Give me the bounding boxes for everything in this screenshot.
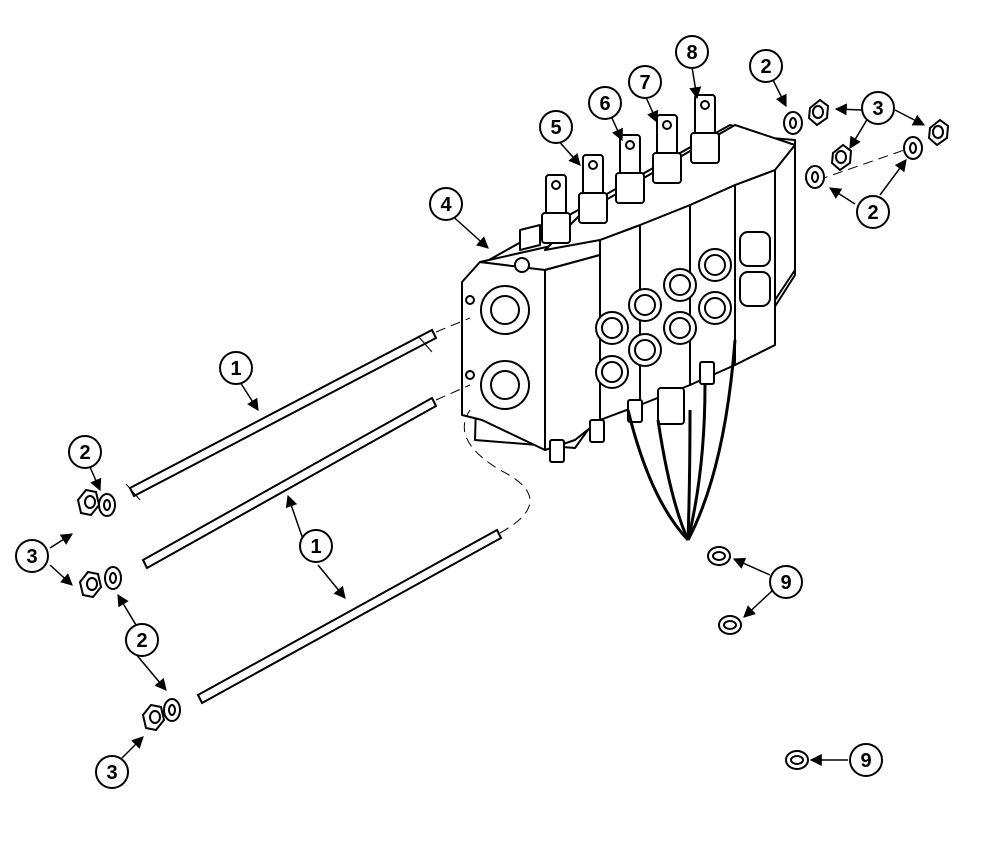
callout-9-lower: 9 — [849, 743, 883, 777]
svg-text:3: 3 — [872, 98, 883, 120]
svg-text:1: 1 — [230, 358, 241, 380]
svg-text:8: 8 — [686, 42, 697, 64]
svg-text:9: 9 — [860, 750, 871, 772]
callout-9-upper: 9 — [769, 565, 803, 599]
alignment-lines — [435, 147, 911, 534]
callout-3-right: 3 — [861, 91, 895, 125]
svg-text:7: 7 — [639, 72, 650, 94]
tie-rod-middle — [141, 396, 438, 570]
svg-text:5: 5 — [550, 117, 561, 139]
svg-text:3: 3 — [26, 546, 37, 568]
callout-2-left-bottom: 2 — [125, 623, 159, 657]
svg-text:2: 2 — [136, 630, 147, 652]
callout-1-lower: 1 — [299, 529, 333, 563]
svg-text:2: 2 — [79, 442, 90, 464]
callout-3-left: 3 — [15, 539, 49, 573]
tie-rod-bottom — [196, 528, 503, 705]
spool-ends — [541, 94, 720, 244]
svg-text:4: 4 — [440, 194, 452, 216]
callouts: 1 1 2 2 2 2 3 3 3 4 5 6 7 8 9 9 — [15, 35, 895, 789]
svg-text:3: 3 — [106, 762, 117, 784]
tie-rods — [125, 328, 503, 705]
svg-text:6: 6 — [599, 93, 610, 115]
callout-4: 4 — [429, 187, 463, 221]
svg-text:2: 2 — [760, 56, 771, 78]
control-valve-assembly — [461, 94, 796, 463]
callout-3-bottom: 3 — [95, 755, 129, 789]
svg-text:9: 9 — [780, 572, 791, 594]
callout-6: 6 — [588, 86, 622, 120]
callout-2-left-top: 2 — [68, 435, 102, 469]
end-cover-ports — [465, 257, 530, 410]
callout-5: 5 — [539, 110, 573, 144]
tie-rod-top — [125, 328, 438, 501]
callout-7: 7 — [628, 65, 662, 99]
section-ports — [595, 231, 771, 389]
svg-text:2: 2 — [867, 202, 878, 224]
callout-1-upper: 1 — [219, 351, 253, 385]
callout-2-right-bottom: 2 — [856, 195, 890, 229]
bottom-fittings — [549, 361, 715, 463]
hardware — [76, 98, 950, 770]
callout-8: 8 — [675, 35, 709, 69]
wire-harness — [626, 339, 737, 542]
callout-2-right-top: 2 — [749, 49, 783, 83]
svg-text:1: 1 — [310, 536, 321, 558]
